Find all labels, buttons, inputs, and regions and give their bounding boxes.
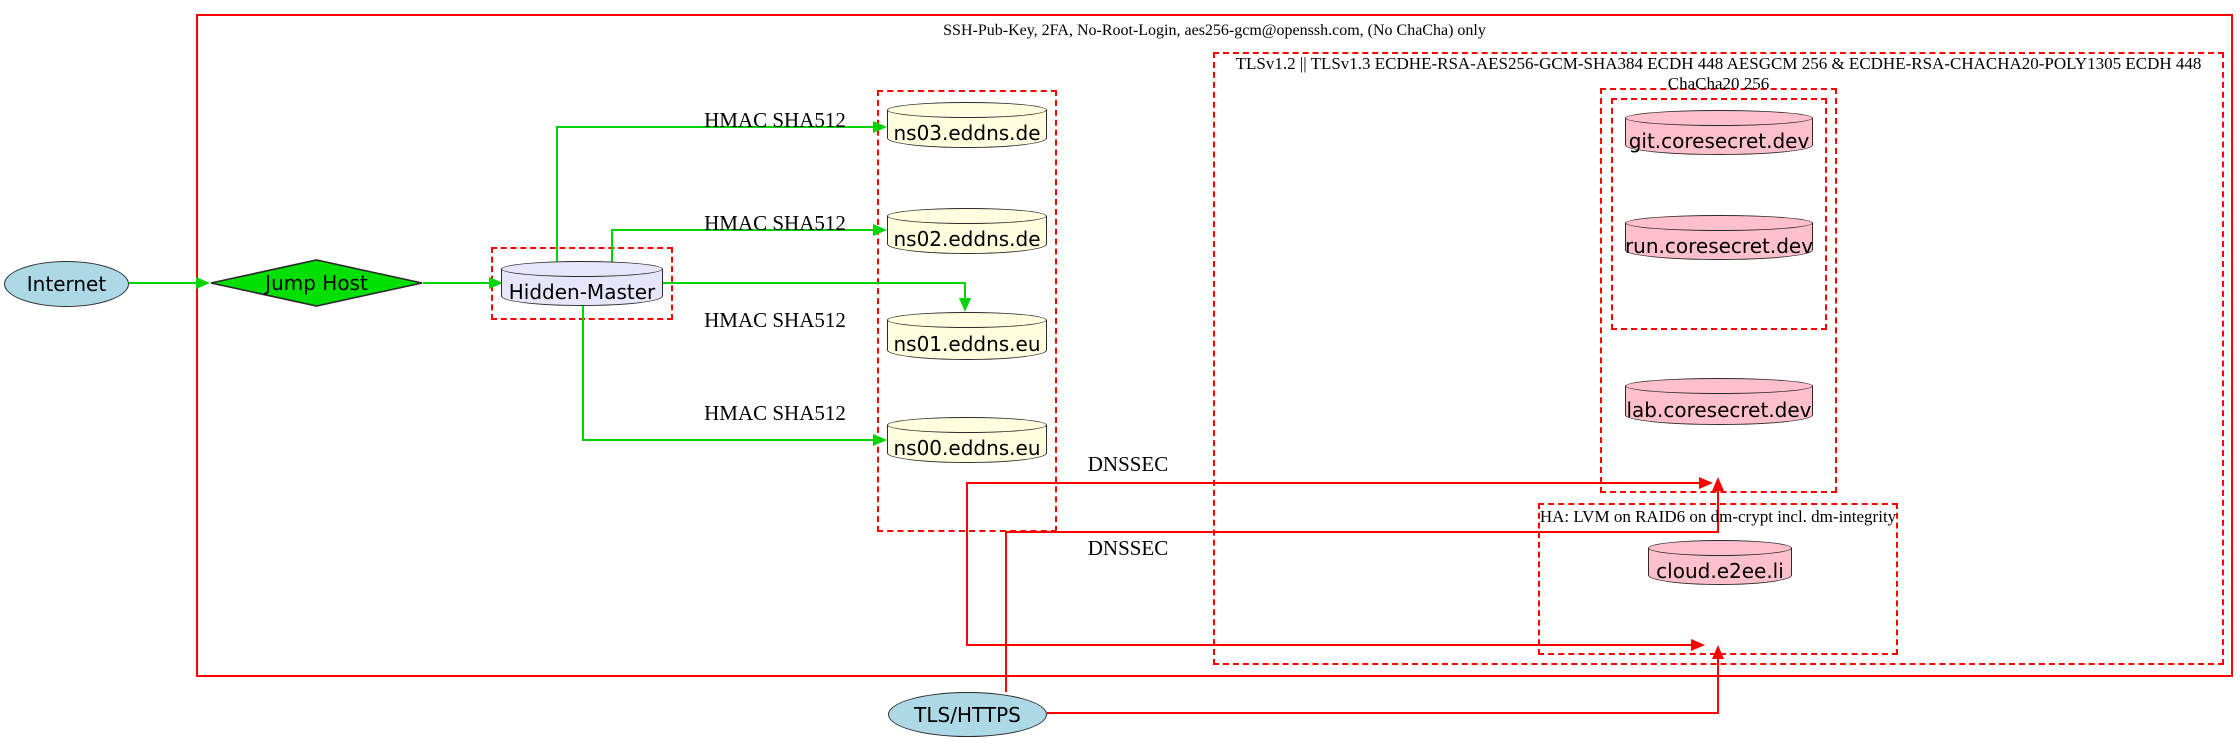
edge-hiddenmaster-ns03-line — [556, 126, 873, 128]
edge-hiddenmaster-ns00-line — [582, 306, 584, 441]
node-ns01: ns01.eddns.eu — [887, 312, 1047, 360]
cylinder-top — [501, 261, 663, 277]
node-label: ns01.eddns.eu — [893, 332, 1041, 356]
edge-label-hmac-ns00: HMAC SHA512 — [704, 401, 846, 425]
node-lab-coresecret: lab.coresecret.dev — [1625, 378, 1813, 425]
edge-dnssec-ha-line — [966, 644, 1691, 646]
node-label: ns03.eddns.de — [893, 121, 1041, 145]
node-cloud-e2ee: cloud.e2ee.li — [1648, 540, 1792, 585]
arrowhead-up-icon — [1712, 477, 1724, 491]
node-label: git.coresecret.dev — [1628, 128, 1810, 153]
cylinder-top — [1625, 215, 1813, 231]
arrowhead-right-icon — [489, 277, 503, 289]
node-git-coresecret: git.coresecret.dev — [1625, 110, 1813, 155]
edge-tls-coresecret-line — [1005, 531, 1719, 533]
edge-tls-ha-line — [1047, 712, 1719, 714]
edge-label-dnssec-coresecret: DNSSEC — [1087, 452, 1169, 476]
arrowhead-right-icon — [1691, 639, 1705, 651]
edge-hiddenmaster-ns02-line — [611, 229, 873, 231]
edge-jumphost-hiddenmaster-line — [423, 282, 489, 284]
arrowhead-right-icon — [1699, 477, 1713, 489]
diamond-shape-icon — [210, 259, 423, 307]
cylinder-top — [1625, 110, 1813, 126]
node-label: Internet — [26, 272, 107, 296]
arrowhead-right-icon — [873, 224, 887, 236]
arrowhead-right-icon — [196, 277, 210, 289]
cylinder-top — [887, 417, 1047, 433]
arrowhead-right-icon — [873, 434, 887, 446]
node-label: cloud.e2ee.li — [1656, 558, 1784, 583]
cylinder-body — [887, 320, 1047, 360]
arrowhead-right-icon — [873, 121, 887, 133]
cluster-ssh-box — [196, 14, 2233, 677]
edge-dnssec-coresecret-line — [966, 482, 1699, 484]
node-tls-https: TLS/HTTPS — [888, 692, 1047, 737]
edge-label-hmac-ns02: HMAC SHA512 — [704, 211, 846, 235]
edge-hiddenmaster-ns02-line — [611, 229, 613, 262]
edge-label-dnssec-cloud: DNSSEC — [1087, 536, 1169, 560]
cylinder-body — [887, 216, 1047, 254]
edge-hiddenmaster-ns03-line — [556, 126, 558, 262]
edge-hiddenmaster-ns01-line — [663, 282, 966, 284]
node-label: Jump Host — [265, 271, 368, 295]
cluster-ssh-label: SSH-Pub-Key, 2FA, No-Root-Login, aes256-… — [943, 22, 1486, 39]
edge-dnssec-vertical-line — [966, 483, 968, 646]
edge-hiddenmaster-ns01-line — [964, 282, 966, 299]
cylinder-top — [887, 208, 1047, 224]
node-label: TLS/HTTPS — [914, 702, 1021, 727]
node-label: ns02.eddns.de — [893, 227, 1041, 251]
node-run-coresecret: run.coresecret.dev — [1625, 215, 1813, 260]
edge-label-hmac-ns03: HMAC SHA512 — [704, 108, 846, 132]
edge-internet-jumphost-line — [129, 282, 197, 284]
node-ns03: ns03.eddns.de — [887, 102, 1047, 148]
edge-tls-ha-line — [1717, 659, 1719, 713]
cluster-ha-label: HA: LVM on RAID6 on dm-crypt incl. dm-in… — [1539, 507, 1897, 526]
edge-label-hmac-ns01: HMAC SHA512 — [704, 308, 846, 332]
cylinder-top — [1625, 378, 1813, 394]
node-jump-host: Jump Host — [210, 259, 423, 307]
node-ns00: ns00.eddns.eu — [887, 417, 1047, 463]
node-ns02: ns02.eddns.de — [887, 208, 1047, 254]
arrowhead-down-icon — [959, 298, 971, 312]
edge-tls-coresecret-line — [1717, 491, 1719, 532]
node-label: run.coresecret.dev — [1624, 233, 1814, 258]
cluster-coresecret-inner-box — [1611, 98, 1827, 330]
node-internet: Internet — [4, 261, 129, 307]
node-hidden-master: Hidden-Master — [501, 261, 663, 306]
node-label: Hidden-Master — [508, 279, 656, 304]
arrowhead-up-icon — [1712, 645, 1724, 659]
cylinder-top — [887, 102, 1047, 118]
cylinder-top — [1648, 540, 1792, 556]
edge-tls-coresecret-line — [1005, 532, 1007, 692]
node-label: ns00.eddns.eu — [893, 436, 1041, 460]
node-label: lab.coresecret.dev — [1626, 397, 1812, 422]
cylinder-top — [887, 312, 1047, 328]
cluster-tls-label: TLSv1.2 || TLSv1.3 ECDHE-RSA-AES256-GCM-… — [1235, 54, 2202, 93]
edge-hiddenmaster-ns00-line — [582, 439, 873, 441]
